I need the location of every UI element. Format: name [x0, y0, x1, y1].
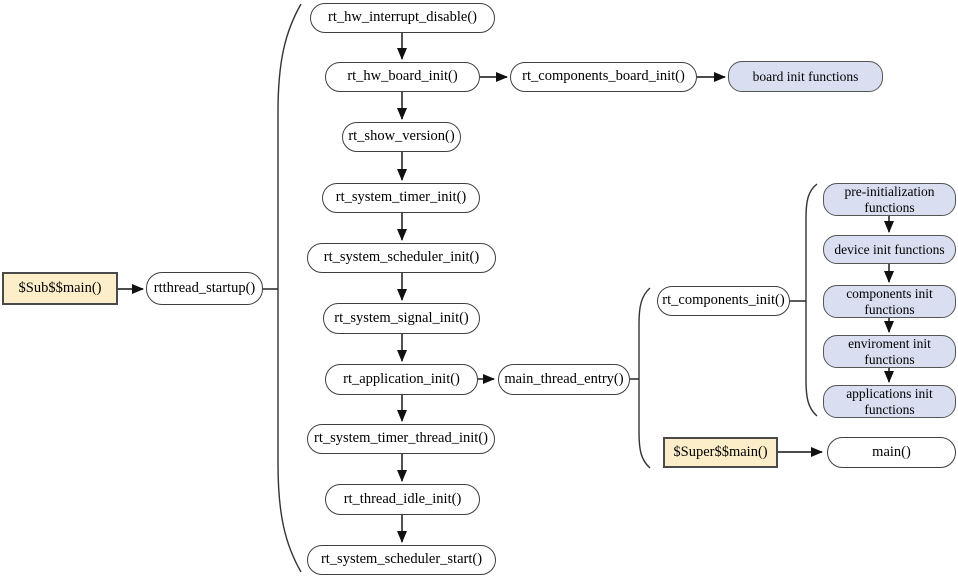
node-rt-show-version: rt_show_version(): [342, 122, 461, 152]
node-rt-hw-interrupt-disable: rt_hw_interrupt_disable(): [310, 3, 495, 33]
node-device-init-functions: device init functions: [823, 235, 956, 264]
brace-startup-group: [277, 3, 302, 573]
node-rt-system-timer-thread-init: rt_system_timer_thread_init(): [307, 424, 495, 454]
brace-components-group: [805, 183, 818, 417]
node-applications-init-functions: applications init functions: [823, 385, 956, 418]
node-sub-main: $Sub$$main(): [2, 272, 118, 305]
node-main: main(): [827, 437, 956, 468]
node-rt-system-timer-init: rt_system_timer_init(): [322, 183, 480, 213]
node-components-init-functions: components init functions: [823, 285, 956, 318]
node-rt-components-init: rt_components_init(): [657, 286, 790, 316]
node-rt-system-scheduler-init: rt_system_scheduler_init(): [307, 243, 496, 273]
node-rt-thread-idle-init: rt_thread_idle_init(): [325, 484, 480, 515]
node-main-thread-entry: main_thread_entry(): [498, 364, 630, 395]
node-rt-system-scheduler-start: rt_system_scheduler_start(): [307, 545, 496, 575]
brace-main-thread-group: [638, 287, 651, 469]
node-rt-components-board-init: rt_components_board_init(): [510, 62, 697, 92]
node-pre-initialization-functions: pre-initialization functions: [823, 183, 956, 216]
node-rt-system-signal-init: rt_system_signal_init(): [323, 303, 480, 334]
node-rt-hw-board-init: rt_hw_board_init(): [325, 62, 480, 92]
node-super-main: $Super$$main(): [663, 437, 778, 468]
node-board-init-functions: board init functions: [728, 61, 883, 92]
node-rt-application-init: rt_application_init(): [325, 364, 478, 395]
node-rtthread-startup: rtthread_startup(): [146, 272, 263, 305]
node-enviroment-init-functions: enviroment init functions: [823, 335, 956, 368]
